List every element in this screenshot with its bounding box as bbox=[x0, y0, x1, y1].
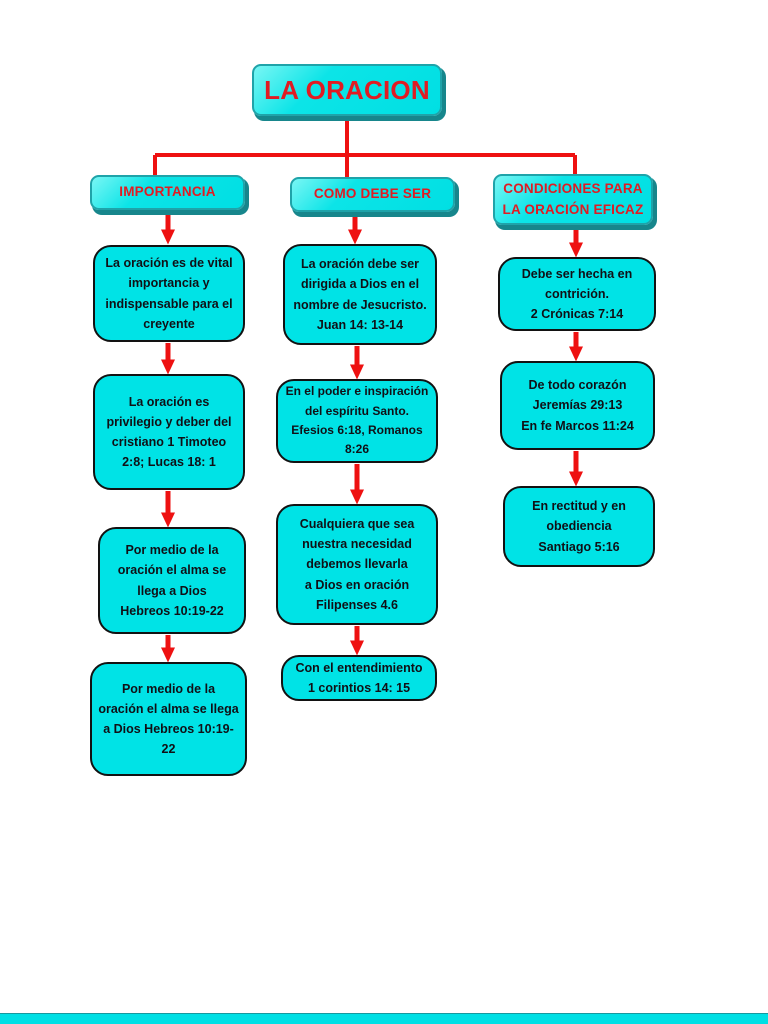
flow-node: Con el entendimiento 1 corintios 14: 15 bbox=[281, 655, 437, 701]
flow-node: Cualquiera que sea nuestra necesidad deb… bbox=[276, 504, 438, 625]
flow-node: Debe ser hecha en contrición. 2 Crónicas… bbox=[498, 257, 656, 331]
footer-strip bbox=[0, 1013, 768, 1024]
flow-node: La oración es de vital importancia y ind… bbox=[93, 245, 245, 342]
column-header-como-debe-ser: COMO DEBE SER bbox=[290, 177, 455, 212]
flow-node: Por medio de la oración el alma se llega… bbox=[98, 527, 246, 634]
column-header-importancia: IMPORTANCIA bbox=[90, 175, 245, 210]
flow-node: La oración debe ser dirigida a Dios en e… bbox=[283, 244, 437, 345]
tree-connector-line bbox=[153, 118, 577, 182]
flow-node: De todo corazón Jeremías 29:13 En fe Mar… bbox=[500, 361, 655, 450]
column-header-condiciones: CONDICIONES PARA LA ORACIÓN EFICAZ bbox=[493, 174, 653, 225]
chart-title: LA ORACION bbox=[252, 64, 442, 116]
flow-node: En el poder e inspiración del espíritu S… bbox=[276, 379, 438, 463]
flow-node: En rectitud y en obediencia Santiago 5:1… bbox=[503, 486, 655, 567]
flow-node: La oración es privilegio y deber del cri… bbox=[93, 374, 245, 490]
flow-node: Por medio de la oración el alma se llega… bbox=[90, 662, 247, 776]
